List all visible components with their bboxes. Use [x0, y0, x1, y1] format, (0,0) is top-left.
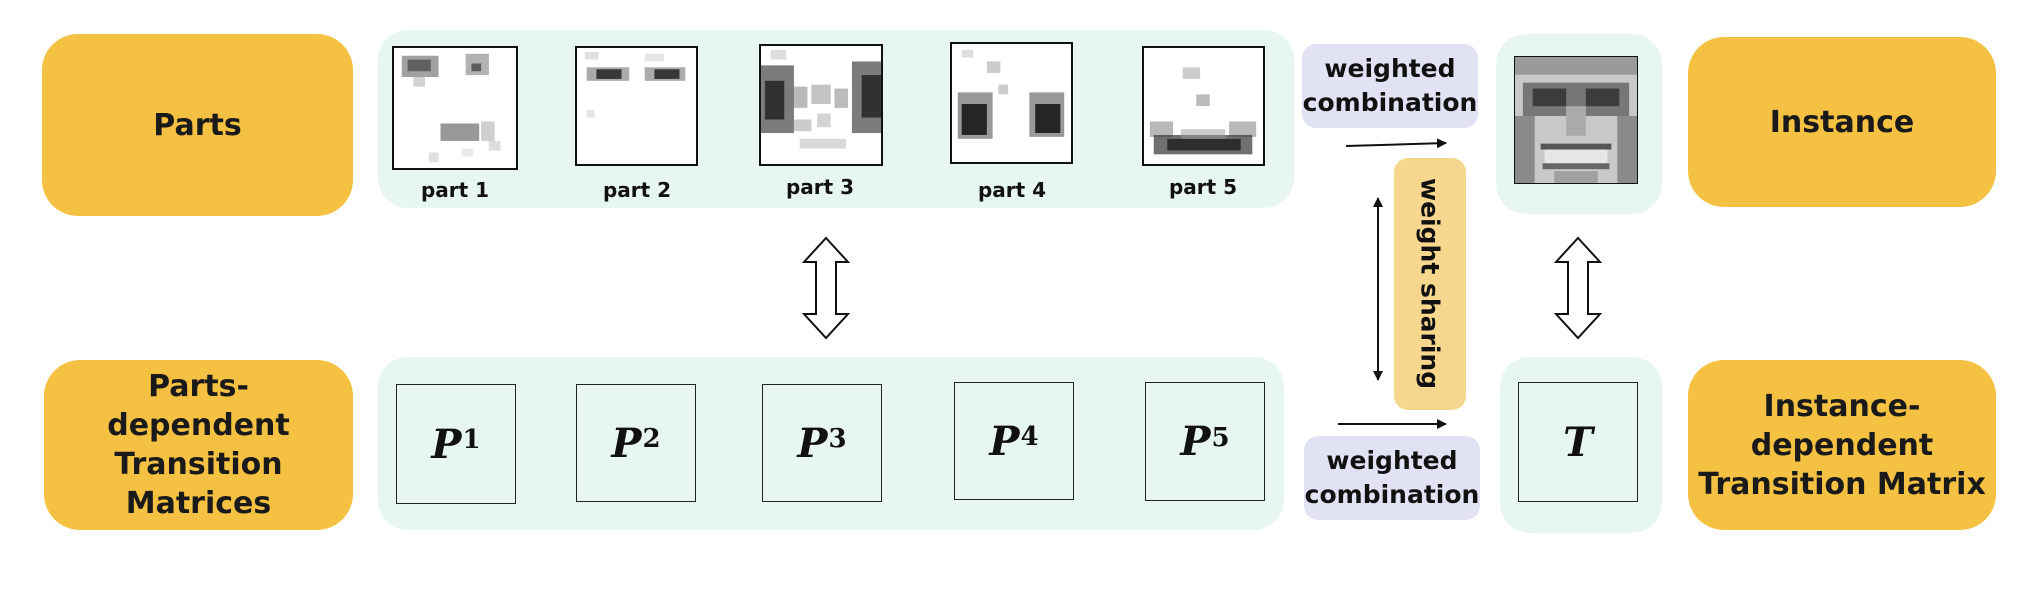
part-1-image: [392, 46, 518, 170]
instance-matrix-panel: [1500, 357, 1662, 533]
part-4-label: part 4: [977, 178, 1047, 202]
matrix-p1-sup: 1: [462, 425, 481, 455]
matrix-p5-symbol: P: [1180, 418, 1211, 465]
parts-dependent-label: Parts- dependent Transition Matrices: [44, 360, 353, 530]
part-2-label: part 2: [602, 178, 672, 202]
part-5-heatmap: [1149, 67, 1257, 155]
part-5-label: part 5: [1168, 175, 1238, 199]
instance-face-image: [1514, 56, 1638, 184]
matrix-t: T: [1518, 382, 1638, 502]
part-1-label: part 1: [420, 178, 490, 202]
matrix-p1-symbol: P: [431, 420, 462, 468]
part-2-heatmap: [584, 51, 686, 118]
part-2-image: [575, 46, 698, 166]
parts-label-text: Parts: [153, 107, 242, 143]
top-combination-arrow-icon: [1345, 138, 1447, 149]
parts-dependent-line-3: Transition Matrices: [114, 447, 283, 521]
matrix-p3-sup: 3: [828, 424, 847, 454]
instance-dependent-line-3: Transition Matrix: [1698, 466, 1986, 502]
parts-dependent-line-2: dependent: [107, 408, 290, 443]
weighted-combination-top: weighted combination: [1302, 44, 1478, 128]
matrix-p2-sup: 2: [642, 424, 661, 454]
part-3-label: part 3: [785, 175, 855, 199]
part-3-heatmap: [761, 49, 881, 149]
parts-label: Parts: [42, 34, 353, 216]
instance-t-double-arrow-icon: [1553, 236, 1603, 340]
weight-sharing-box: weight sharing: [1394, 158, 1466, 410]
instance-dependent-line-1: Instance-: [1763, 388, 1921, 424]
weighted-combination-top-line-1: weighted: [1324, 54, 1456, 84]
part-4-image: [950, 42, 1073, 164]
weighted-combination-bottom-line-2: combination: [1304, 480, 1480, 509]
matrix-p2-symbol: P: [611, 419, 642, 467]
instance-label: Instance: [1688, 37, 1996, 207]
instance-label-text: Instance: [1769, 104, 1915, 140]
weighted-combination-bottom: weighted combination: [1304, 436, 1480, 520]
matrix-t-symbol: T: [1563, 418, 1593, 466]
parts-matrices-double-arrow-icon: [801, 236, 851, 340]
matrix-p4-symbol: P: [989, 417, 1020, 465]
weighted-combination-top-line-2: combination: [1302, 88, 1478, 117]
weight-sharing-text: weight sharing: [1415, 178, 1445, 390]
matrix-p4-sup: 4: [1020, 422, 1039, 452]
weighted-combination-bottom-line-1: weighted: [1326, 446, 1458, 476]
matrix-p5-sup: 5: [1211, 422, 1230, 453]
instance-face-heatmap: [1515, 57, 1637, 183]
part-5-image: [1142, 46, 1265, 166]
part-4-heatmap: [957, 49, 1065, 139]
matrix-p3-symbol: P: [797, 419, 828, 467]
instance-dependent-label: Instance- dependent Transition Matrix: [1688, 360, 1996, 530]
instance-dependent-line-2: dependent: [1750, 427, 1934, 463]
part-3-image: [759, 44, 883, 166]
part-1-heatmap: [401, 53, 501, 163]
parts-dependent-line-1: Parts-: [148, 369, 249, 404]
